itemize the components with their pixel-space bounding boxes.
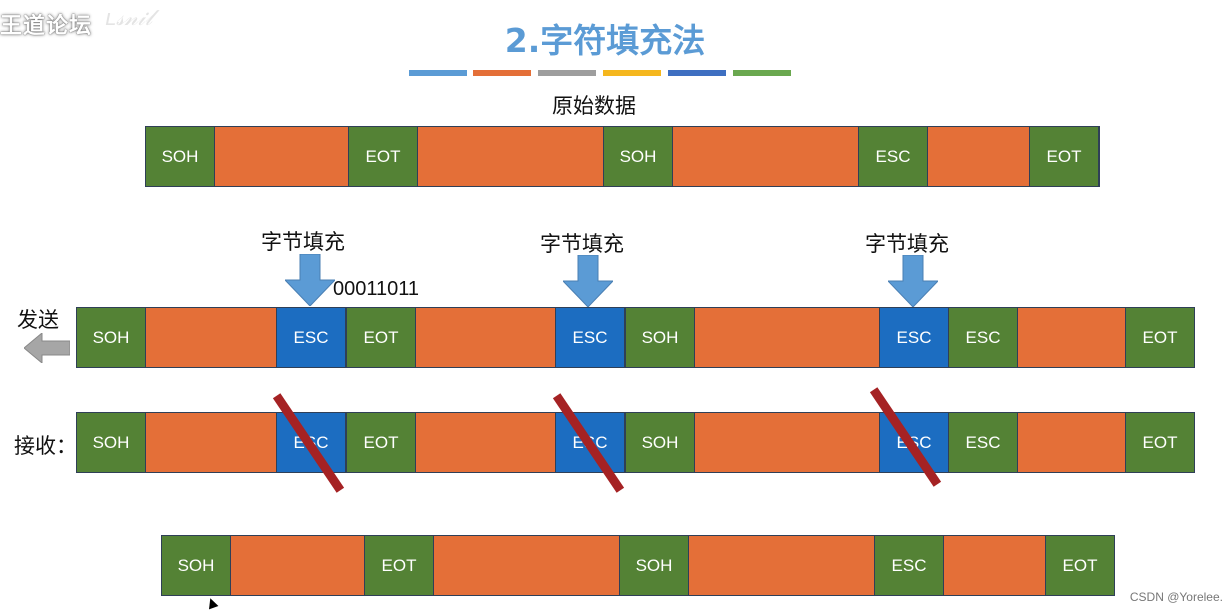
color-bar xyxy=(733,70,791,76)
send-frame: SOH ESC EOT ESC SOH ESC ESC EOT xyxy=(76,307,1195,368)
esc-binary-code: 00011011 xyxy=(333,278,420,300)
down-arrow-icon xyxy=(563,255,613,307)
site-watermark: 王道论坛 xyxy=(0,14,93,39)
frame-byte: EOT xyxy=(364,535,434,596)
frame-byte: ESC xyxy=(858,126,928,187)
frame-byte: SOH xyxy=(619,535,689,596)
byte-stuffing-label: 字节填充 xyxy=(865,232,949,256)
frame-byte: EOT xyxy=(348,126,418,187)
frame-byte: ESC xyxy=(555,307,625,368)
left-arrow-icon xyxy=(24,333,70,363)
frame-byte: EOT xyxy=(346,412,416,473)
frame-byte: ESC xyxy=(276,307,346,368)
frame-byte: SOH xyxy=(145,126,215,187)
color-bar xyxy=(473,70,531,76)
restored-frame: SOH EOT SOH ESC EOT xyxy=(161,535,1115,596)
frame-byte: ESC xyxy=(948,412,1018,473)
original-frame: SOH EOT SOH ESC EOT xyxy=(145,126,1100,187)
color-bar xyxy=(538,70,596,76)
color-bar xyxy=(668,70,726,76)
mouse-cursor-icon xyxy=(205,596,219,610)
receive-label: 接收： xyxy=(14,434,77,458)
frame-byte: EOT xyxy=(346,307,416,368)
down-arrow-icon xyxy=(285,254,335,306)
frame-byte: EOT xyxy=(1045,535,1115,596)
frame-byte: ESC xyxy=(948,307,1018,368)
frame-byte: SOH xyxy=(625,412,695,473)
byte-stuffing-label: 字节填充 xyxy=(540,232,624,256)
frame-byte: SOH xyxy=(603,126,673,187)
color-bar xyxy=(603,70,661,76)
receive-frame: SOH ESC EOT ESC SOH ESC ESC EOT xyxy=(76,412,1195,473)
slide-title: 2.字符填充法 xyxy=(504,21,706,60)
original-data-label: 原始数据 xyxy=(552,94,636,118)
frame-byte: EOT xyxy=(1125,412,1195,473)
frame-byte: SOH xyxy=(76,412,146,473)
frame-byte: EOT xyxy=(1125,307,1195,368)
frame-byte: SOH xyxy=(161,535,231,596)
send-label: 发送 xyxy=(17,308,59,332)
frame-byte: ESC xyxy=(879,307,949,368)
frame-byte: SOH xyxy=(625,307,695,368)
color-bar xyxy=(409,70,467,76)
down-arrow-icon xyxy=(888,255,938,307)
watermark-scribble: ʟ𝓈𝓃𝒾𝓁 xyxy=(105,6,153,31)
byte-stuffing-label: 字节填充 xyxy=(261,230,345,254)
frame-byte: ESC xyxy=(874,535,944,596)
frame-byte: EOT xyxy=(1029,126,1099,187)
frame-byte: SOH xyxy=(76,307,146,368)
footer-credit: CSDN @Yorelee. xyxy=(1129,590,1223,604)
